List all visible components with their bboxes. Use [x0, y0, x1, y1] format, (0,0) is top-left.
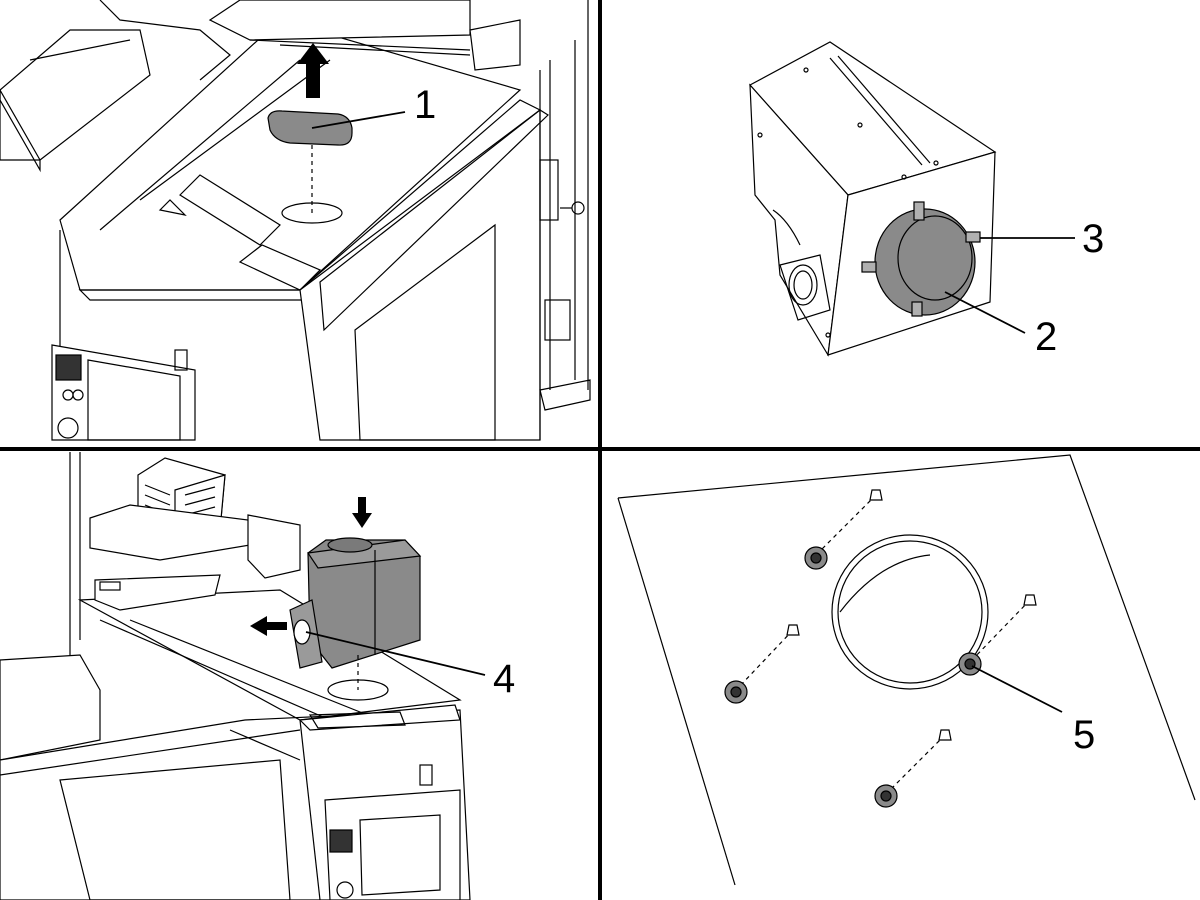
- plate-outline: [617, 454, 1196, 886]
- control-pendant-bottom: [324, 764, 461, 900]
- callout-2: 2: [1035, 315, 1057, 359]
- panel-bottom-right: [617, 454, 1196, 886]
- round-flange-part: [874, 208, 976, 316]
- callout-5: 5: [1073, 713, 1095, 757]
- arrow-up-icon: [297, 43, 329, 98]
- duct-ring: [831, 534, 989, 690]
- control-pendant: [51, 344, 196, 441]
- machine-enclosure-drawing: [0, 0, 591, 441]
- callout-1: 1: [414, 83, 436, 127]
- leader-line-1: [311, 111, 406, 129]
- mounting-studs: [861, 201, 981, 317]
- leader-line-4: [305, 631, 486, 676]
- machine-interior-drawing: [0, 452, 471, 900]
- leader-line-2: [944, 291, 1026, 334]
- panel-top-right: [749, 41, 1075, 357]
- arrow-left-icon: [250, 616, 287, 636]
- callout-3: 3: [1082, 217, 1104, 261]
- heat-exchanger-part: [289, 537, 422, 669]
- heat-exchanger-housing: [749, 41, 997, 357]
- callout-4: 4: [493, 657, 515, 701]
- panel-bottom-left: [0, 452, 486, 900]
- cover-plate-part: [267, 110, 353, 146]
- arrow-down-icon: [352, 497, 372, 528]
- panel-top-left: [0, 0, 591, 441]
- leader-line-5: [971, 665, 1063, 713]
- fasteners: [724, 489, 1037, 808]
